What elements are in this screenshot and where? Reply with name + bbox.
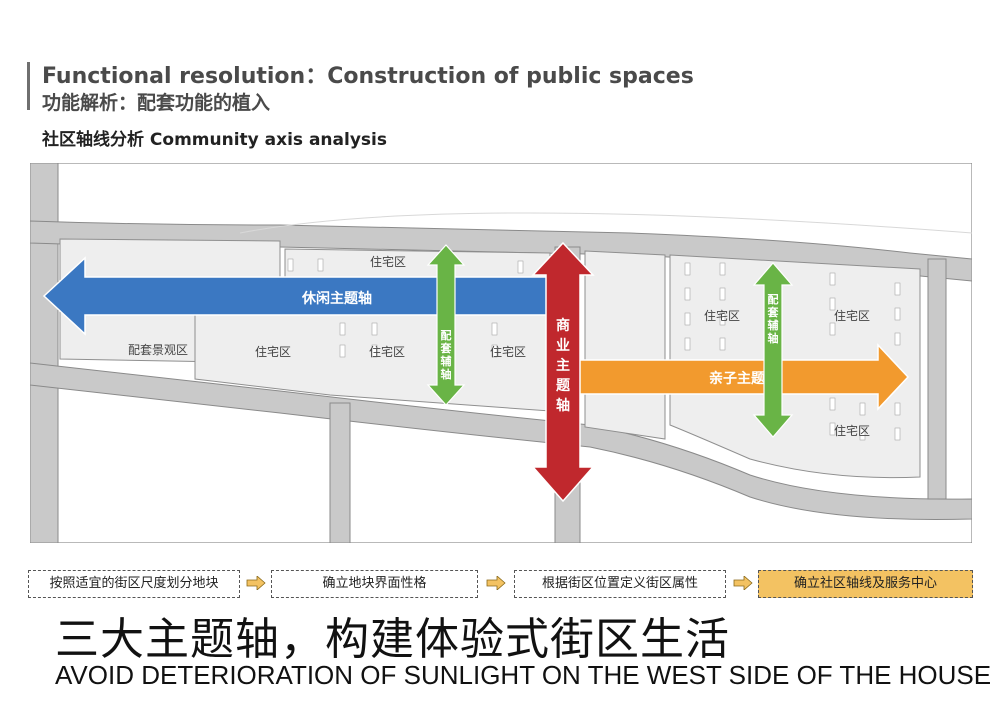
support-axis-char: 配	[441, 328, 452, 342]
site-plan-map: 住宅区 配套景观区 住宅区 住宅区 住宅区 住宅区 住宅区 住宅区 休闲主题轴 …	[30, 163, 972, 543]
family-axis-label: 亲子主题轴	[709, 370, 779, 387]
zone-label: 住宅区	[255, 344, 291, 359]
page-title-chinese: 功能解析：配套功能的植入	[42, 92, 271, 114]
zone-label-landscape: 配套景观区	[128, 343, 188, 357]
support-axis-char: 辅	[441, 354, 452, 368]
commercial-axis-arrow: 商 业 主 题 轴	[531, 241, 595, 503]
commercial-axis-char: 业	[556, 338, 570, 354]
arrow-right-icon	[733, 576, 753, 590]
process-step: 按照适宜的街区尺度划分地块	[28, 570, 240, 598]
headline-english: AVOID DETERIORATION OF SUNLIGHT ON THE W…	[55, 660, 992, 690]
support-axis-char: 配	[768, 292, 779, 306]
road-outline	[239, 212, 972, 234]
support-axis-arrow: 配 套 辅 轴	[426, 244, 466, 406]
zone-label: 住宅区	[369, 344, 405, 359]
arrow-right-icon	[486, 576, 506, 590]
process-step-highlight: 确立社区轴线及服务中心	[758, 570, 973, 598]
leisure-axis-arrow: 休闲主题轴	[42, 256, 551, 336]
process-step: 确立地块界面性格	[271, 570, 478, 598]
headline-chinese: 三大主题轴，构建体验式街区生活	[55, 614, 730, 665]
zone-label: 住宅区	[834, 308, 870, 323]
support-axis-char: 轴	[768, 331, 779, 345]
title-accent-bar	[27, 62, 30, 110]
commercial-axis-char: 商	[556, 317, 570, 334]
commercial-axis-char: 题	[556, 378, 571, 394]
process-steps: 按照适宜的街区尺度划分地块 确立地块界面性格 根据街区位置定义街区属性 确立社区…	[28, 570, 973, 598]
support-axis-arrow: 配 套 辅 轴	[752, 262, 794, 438]
zone-label: 住宅区	[834, 423, 870, 438]
support-axis-char: 套	[768, 305, 780, 319]
support-axis-char: 轴	[441, 367, 452, 381]
process-step: 根据街区位置定义街区属性	[514, 570, 726, 598]
page-title: Functional resolution：Construction of pu…	[42, 64, 694, 89]
support-axis-char: 套	[441, 341, 453, 355]
zone-label: 住宅区	[704, 308, 740, 323]
arrow-right-icon	[246, 576, 266, 590]
support-axis-char: 辅	[768, 318, 779, 332]
zone-label: 住宅区	[370, 254, 406, 269]
leisure-axis-label: 休闲主题轴	[301, 290, 372, 307]
commercial-axis-char: 轴	[556, 397, 570, 414]
family-axis-arrow: 亲子主题轴	[574, 343, 910, 411]
commercial-axis-char: 主	[556, 357, 570, 374]
section-subtitle: 社区轴线分析 Community axis analysis	[42, 130, 387, 150]
zone-label: 住宅区	[490, 344, 526, 359]
